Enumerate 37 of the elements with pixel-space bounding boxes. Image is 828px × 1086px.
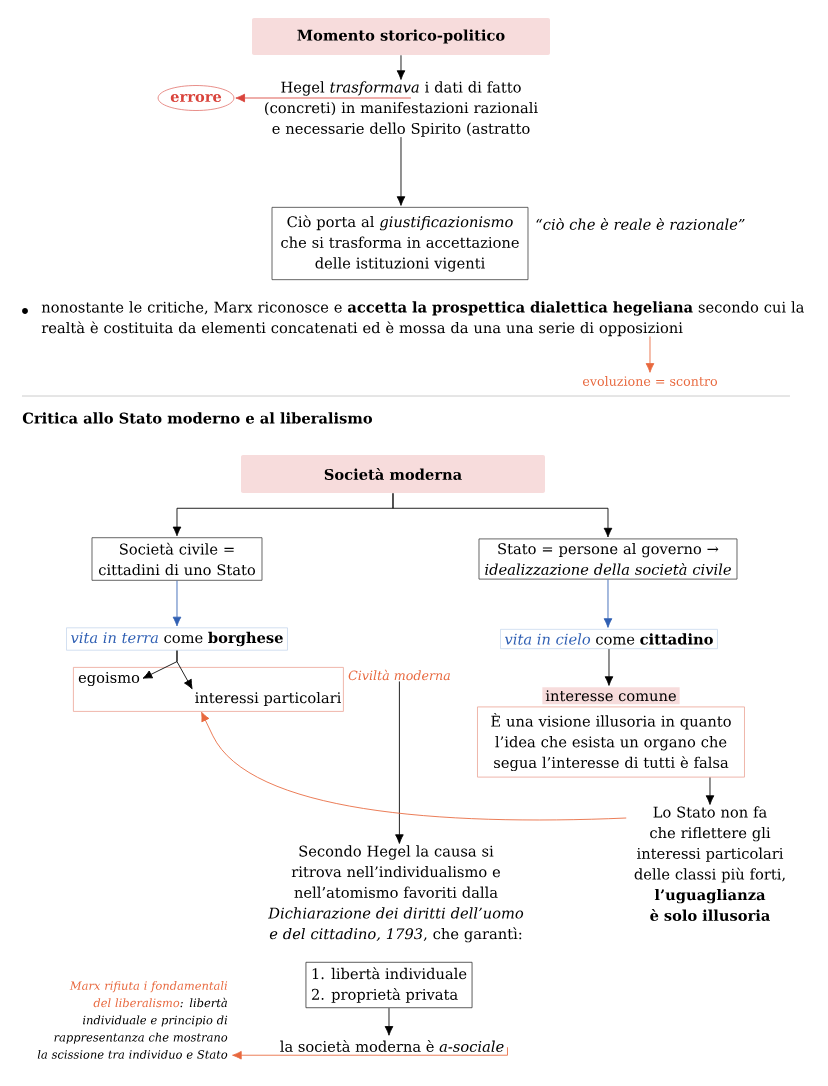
- arrow: [395, 681, 404, 844]
- arrow: [176, 650, 193, 690]
- paragraph: nonostante le critiche, Marx riconosce e accetta la prospettica dialettica hegeliana secondo cui la realtà è costituita da elementi concatenati ed è mossa da una una serie di opposizioni: [41, 301, 804, 337]
- paragraph: Secondo Hegel la causa si ritrova nell’individualismo e nell’atomismo favoriti dalla Dichiarazione dei diritti dell’uomo e del cittadino, 1793, che garantì:: [268, 845, 524, 943]
- ellipse-label: errore: [157, 85, 235, 111]
- node-label: Civiltà moderna: [348, 669, 450, 681]
- list-box: 1. libertà individuale 2. proprietà privata: [305, 961, 473, 1009]
- text-box: vita in terra come borghese: [66, 627, 288, 651]
- text-box: Stato = persone al governo → idealizzazione della società civile: [478, 538, 738, 580]
- curved-arrow: [201, 711, 627, 821]
- note-text: evoluzione = scontro: [582, 376, 717, 386]
- text-box: Ciò porta al giustificazionismo che si trasforma in accettazione delle istituzioni vigenti: [271, 206, 529, 281]
- arrow: [172, 580, 182, 627]
- arrow: [645, 335, 655, 373]
- text-label: egoismo: [78, 672, 140, 687]
- paragraph: Lo Stato non fa che riflettere gli interessi particolari delle classi più forti, l’uguaglianza è solo illusoria: [634, 806, 785, 921]
- text-box: Società civile = cittadini di uno Stato: [91, 537, 263, 581]
- side-note: Marx rifiuta i fondamentali del liberalismo: libertà individuale e principio di rappresentanza che mostrano la scissione tra individuo e Stato: [37, 981, 228, 1059]
- arrow: [396, 136, 406, 206]
- section-heading: Critica allo Stato moderno e al liberalismo: [22, 412, 373, 424]
- text-box: vita in cielo come cittadino: [500, 628, 718, 650]
- arrow: [396, 54, 406, 80]
- quote-text: “ciò che è reale è razionale”: [536, 217, 745, 231]
- arrow: [603, 579, 613, 628]
- arrow: [232, 1046, 508, 1060]
- heading-box: Momento storico-politico: [252, 18, 550, 55]
- text-box: È una visione illusoria in quanto l’idea che esista un organo che segua l’interesse di tutti è falsa: [477, 706, 745, 778]
- arrow: [235, 93, 412, 103]
- arrow: [604, 648, 614, 686]
- paragraph: Hegel trasformava i dati di fatto (concreti) in manifestazioni razionali e necessarie dello Spirito (astratto: [265, 81, 538, 137]
- heading-box: Società moderna: [241, 455, 545, 493]
- highlighted-heading: interesse comune: [542, 687, 680, 705]
- arrow: [392, 492, 613, 538]
- arrow: [705, 777, 715, 805]
- arrow: [384, 1007, 394, 1036]
- text-line: la società moderna è a-sociale: [280, 1040, 504, 1052]
- text-label: interessi particolari: [195, 691, 341, 707]
